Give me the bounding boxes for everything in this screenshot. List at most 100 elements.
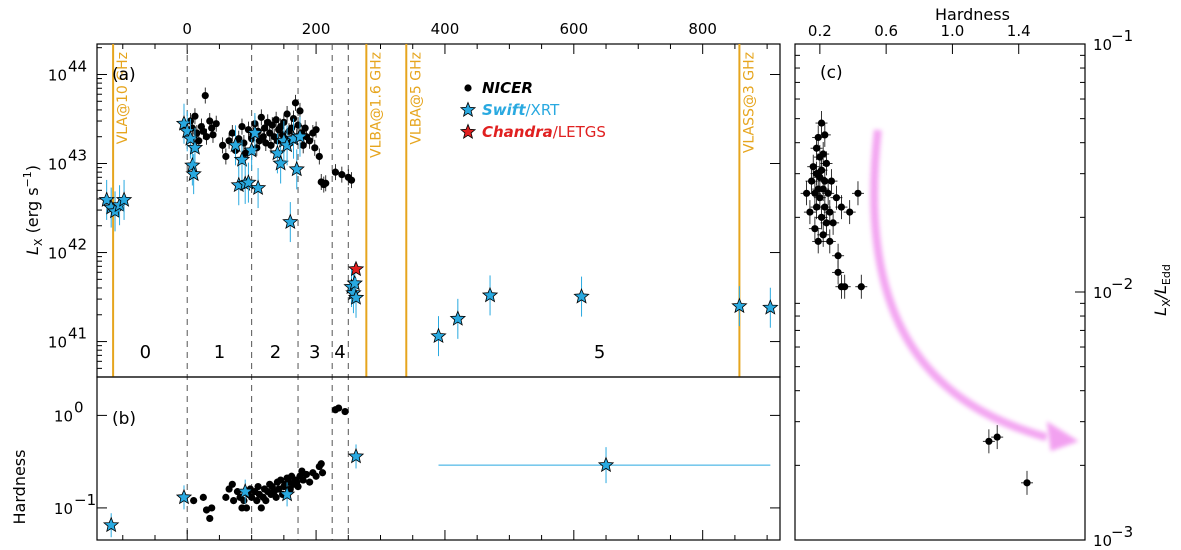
nicer-point — [294, 121, 302, 129]
swift-point — [237, 482, 254, 499]
panel-a-top-tick-label: 200 — [302, 20, 331, 38]
swift-point — [291, 128, 309, 144]
nicer-point — [228, 129, 236, 137]
nicer-point — [268, 121, 276, 129]
nicer-point — [222, 152, 230, 161]
nicer-point — [219, 141, 227, 149]
radio-observation-label: VLA@10 GHz — [115, 52, 131, 144]
panel-a-top-tick-label: 0 — [182, 20, 192, 38]
nicer-point — [253, 496, 261, 505]
hardness-luminosity-point — [821, 131, 829, 139]
hardness-luminosity-point — [809, 163, 817, 171]
panel-c-frame — [794, 43, 1086, 541]
figure-text: (a) (b) (c) Hardness Hardness — [10, 5, 1010, 524]
nicer-point — [260, 124, 269, 132]
nicer-point — [190, 496, 198, 505]
nicer-point — [259, 133, 267, 141]
hardness-luminosity-point — [814, 133, 822, 142]
panel-b-ylabel: Hardness — [10, 450, 29, 525]
swift-point — [175, 488, 193, 505]
swift-point — [179, 122, 196, 139]
hardness-luminosity-point — [812, 144, 821, 152]
chandra-point — [347, 260, 365, 277]
panel-b-y-tick-exp: 0 — [74, 398, 84, 416]
swift-point — [272, 154, 289, 171]
nicer-point — [212, 120, 220, 128]
hardness-luminosity-point — [821, 203, 829, 211]
hardness-luminosity-point — [854, 189, 862, 197]
radio-observation-label: VLBA@5 GHz — [408, 52, 424, 145]
swift-point — [573, 288, 590, 304]
panel-c-y-tick-label: 10 — [1093, 284, 1112, 302]
swift-point — [288, 160, 305, 177]
hardness-luminosity-point — [819, 231, 827, 239]
panel-c-top-tick-label: 1.4 — [1007, 22, 1031, 40]
nicer-point — [240, 496, 248, 505]
panel-b-frame — [96, 376, 781, 541]
swift-point — [449, 310, 467, 326]
hardness-luminosity-point — [817, 119, 826, 127]
nicer-point — [230, 496, 238, 505]
phase-label: 2 — [270, 342, 281, 363]
swift-point — [175, 115, 193, 131]
legend-nicer-marker — [464, 84, 472, 92]
swift-point — [102, 516, 120, 533]
nicer-point — [311, 144, 319, 152]
hardness-luminosity-point — [832, 194, 841, 202]
phase-label: 3 — [309, 342, 320, 363]
hardness-luminosity-point — [824, 189, 832, 197]
swift-point — [227, 136, 244, 153]
phase-label: 1 — [214, 342, 225, 363]
nicer-point — [242, 504, 251, 512]
hardness-luminosity-point — [993, 433, 1001, 441]
hardness-luminosity-point — [841, 283, 849, 291]
panel-a-y-tick-exp: 44 — [68, 57, 87, 75]
phase-label: 0 — [140, 342, 151, 363]
hardness-luminosity-point — [857, 283, 865, 291]
nicer-point — [267, 141, 275, 149]
nicer-point — [208, 124, 216, 132]
radio-observation-label: VLBA@1.6 GHz — [368, 52, 384, 158]
nicer-point — [199, 127, 207, 135]
nicer-point — [322, 179, 330, 187]
hardness-luminosity-point — [846, 208, 854, 216]
panel-a-top-tick-label: 800 — [688, 20, 717, 38]
swift-point — [243, 141, 260, 158]
swift-point — [249, 179, 267, 195]
nicer-point — [335, 404, 343, 412]
hardness-luminosity-point — [819, 150, 827, 158]
panel-a-y-tick-exp: 43 — [68, 147, 87, 165]
nicer-point — [306, 137, 314, 145]
swift-point — [731, 297, 748, 314]
swift-point — [233, 151, 251, 167]
swift-point — [346, 274, 363, 291]
hardness-luminosity-point — [817, 166, 826, 174]
hardness-luminosity-point — [985, 437, 993, 445]
nicer-point — [318, 469, 327, 477]
swift-point — [185, 165, 202, 182]
nicer-point — [206, 514, 214, 523]
hardness-luminosity-point — [821, 177, 829, 185]
nicer-point — [206, 117, 214, 125]
hardness-luminosity-point — [834, 268, 842, 276]
panel-c-y-tick-exp: −1 — [1111, 27, 1133, 45]
nicer-point — [202, 133, 211, 141]
swift-point — [597, 456, 615, 473]
nicer-point — [199, 493, 207, 501]
nicer-point — [272, 116, 280, 124]
swift-point — [246, 124, 264, 140]
panel-a-y-tick-exp: 41 — [68, 325, 87, 343]
panel-a-top-tick-label: 600 — [559, 20, 588, 38]
nicer-point — [338, 171, 346, 179]
panel-a-y-tick-label: 10 — [48, 334, 67, 352]
nicer-point — [248, 493, 256, 501]
hardness-luminosity-point — [822, 159, 831, 168]
nicer-point — [331, 168, 340, 176]
nicer-point — [208, 504, 216, 512]
swift-point — [282, 213, 299, 229]
panel-label-a: (a) — [112, 65, 136, 85]
nicer-point — [347, 176, 356, 184]
